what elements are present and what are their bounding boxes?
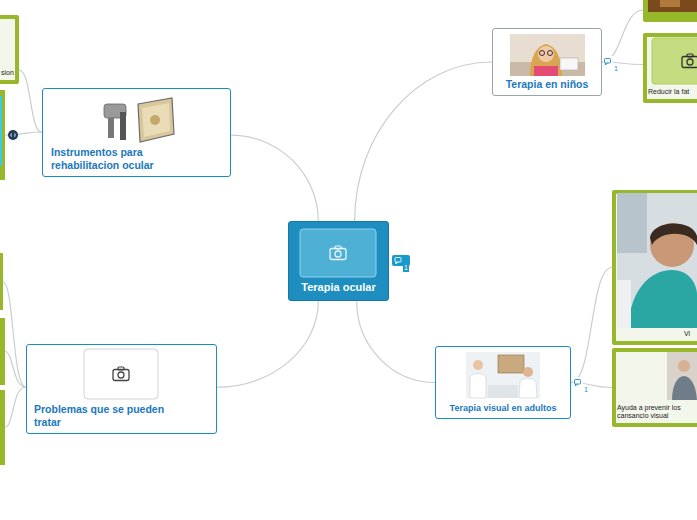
node-text: Ayuda a prevenir los cansancio visual (617, 404, 686, 421)
image-placeholder (652, 38, 697, 84)
image-placeholder (84, 349, 158, 399)
comment-count: 1 (403, 263, 409, 272)
node-text: Reducir la fat (648, 88, 697, 96)
comment-count: 1 (583, 385, 589, 394)
image-placeholder (300, 229, 376, 277)
subtopic-box: Vi (612, 190, 697, 345)
comment-icon (603, 56, 613, 67)
instrument-picture (104, 98, 174, 142)
adult-photo (667, 352, 697, 400)
topic-box: Instrumentos para rehabilitacion ocular (42, 88, 231, 177)
branch-line (5, 387, 26, 427)
collapsed-node (643, 0, 697, 22)
branch-line (5, 132, 42, 135)
comment-icon (573, 377, 583, 388)
branch-connector (19, 70, 42, 132)
branch-line (602, 10, 643, 62)
comment-badge: 1 (583, 378, 589, 396)
adult-photo (617, 193, 697, 328)
central-topic: Terapia ocular (288, 221, 389, 301)
topic-box: Terapia en niños (492, 28, 602, 96)
node-text: Terapia visual en adultos (439, 403, 567, 414)
topic-box: Problemas que se pueden tratar (26, 344, 217, 434)
collapsed-nodes (0, 90, 18, 465)
comment-count: 1 (613, 64, 619, 73)
branch-line (3, 282, 26, 387)
adult-photo (466, 352, 540, 398)
comment-badge: 1 (613, 57, 619, 75)
child-photo (510, 34, 585, 76)
comment-badge: 1 (403, 256, 409, 274)
branch-connector (602, 62, 643, 65)
node-text: Problemas que se pueden tratar (34, 403, 186, 428)
branch-connector (571, 268, 612, 383)
subtopic-box: sion (0, 15, 19, 84)
branch-line (4, 351, 26, 387)
branch-connector (355, 62, 492, 221)
branch-connector (571, 383, 612, 388)
branch-connector (357, 301, 435, 383)
branch-connector (217, 301, 318, 387)
subtopic-box: Reducir la fat (643, 33, 697, 103)
subtopic-box: Ayuda a prevenir los cansancio visual (612, 348, 697, 427)
node-text: Vi (617, 330, 690, 338)
node-text: sion (1, 69, 15, 77)
branch-connector (231, 135, 318, 221)
node-text: Instrumentos para rehabilitacion ocular (51, 146, 180, 171)
topic-box: Terapia visual en adultos (435, 346, 571, 419)
node-text: Terapia en niños (496, 78, 598, 91)
node-text: Terapia ocular (293, 281, 384, 294)
